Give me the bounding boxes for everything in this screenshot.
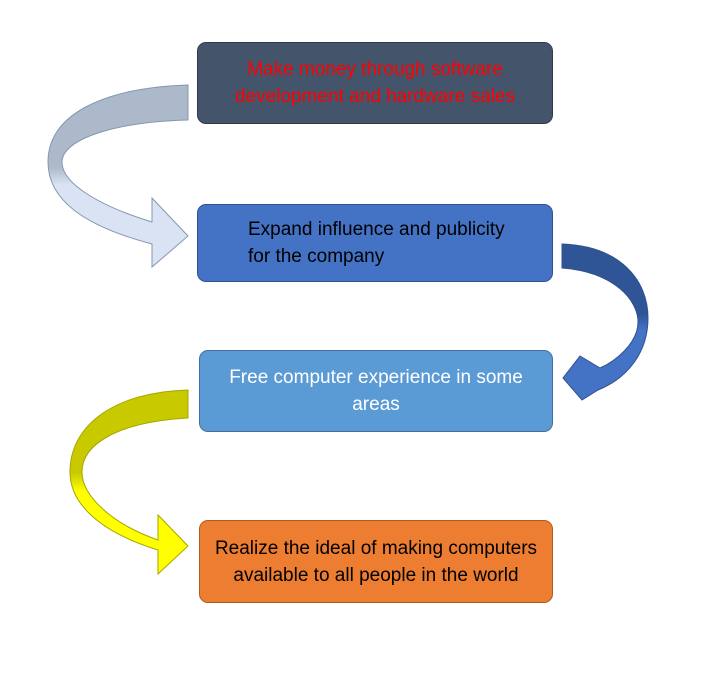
step-box-1: Make money through software development … [197, 42, 553, 124]
connector-arrow-1 [47, 84, 189, 269]
connector-arrow-3 [69, 389, 189, 576]
step-box-4: Realize the ideal of making computers av… [199, 520, 553, 603]
connector-arrow-2 [561, 243, 649, 401]
step-box-2: Expand influence and publicity for the c… [197, 204, 553, 282]
step-box-3: Free computer experience in some areas [199, 350, 553, 432]
step-4-text: Realize the ideal of making computers av… [214, 537, 538, 586]
step-2-text: Expand influence and publicity for the c… [248, 219, 505, 267]
step-3-text: Free computer experience in some areas [229, 367, 523, 415]
step-1-text: Make money through software development … [235, 59, 515, 107]
